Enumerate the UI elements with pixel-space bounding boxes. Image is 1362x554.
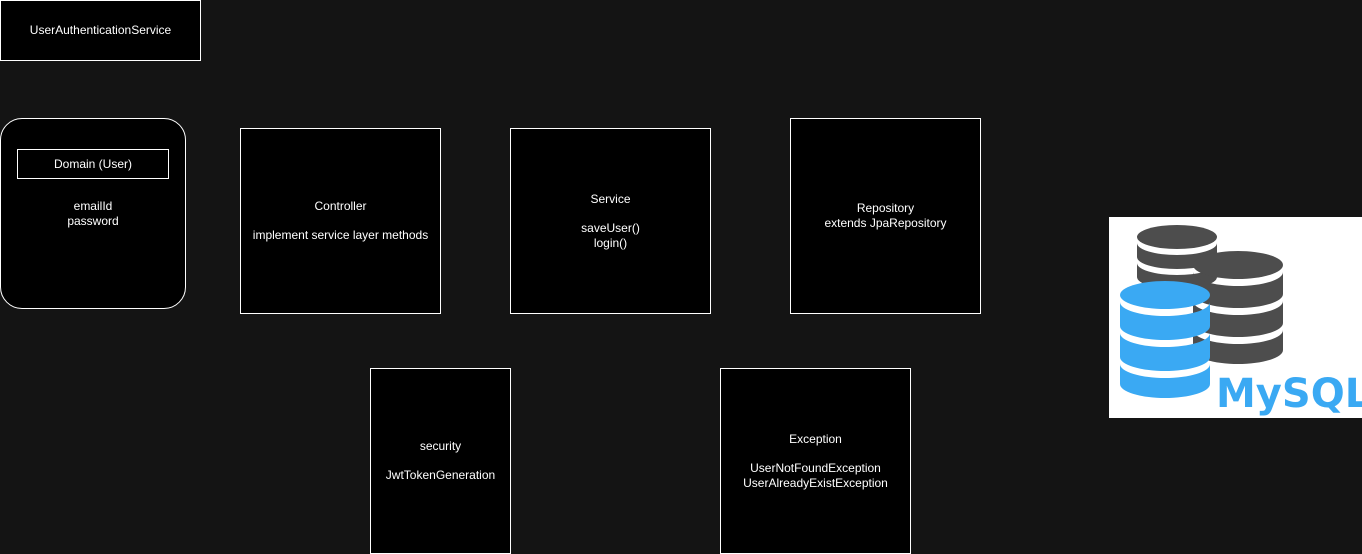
domain-header: Domain (User) [17, 149, 169, 179]
controller-box: Controller implement service layer metho… [240, 128, 441, 314]
service-method-login: login() [593, 235, 628, 250]
domain-box: Domain (User) emailId password [0, 118, 186, 309]
security-title: security [419, 439, 462, 453]
repository-title: Repository [856, 201, 915, 215]
mysql-logo: MySQL [1109, 217, 1362, 418]
service-box: Service saveUser() login() [510, 128, 711, 314]
service-layer-title: Service [590, 191, 631, 206]
domain-header-label: Domain (User) [53, 156, 132, 171]
exception-item-useralreadyexist: UserAlreadyExistException [743, 475, 888, 490]
mysql-logo-text: MySQL [1216, 371, 1362, 417]
exception-box: Exception UserNotFoundException UserAlre… [720, 368, 911, 554]
service-title-box: UserAuthenticationService [0, 0, 201, 61]
exception-title: Exception [789, 431, 842, 446]
controller-title: Controller [314, 199, 367, 213]
service-title: UserAuthenticationService [29, 23, 172, 37]
database-icon: MySQL [1120, 225, 1362, 417]
controller-description: implement service layer methods [252, 228, 429, 242]
security-description: JwtTokenGeneration [385, 468, 496, 482]
exception-item-usernotfound: UserNotFoundException [750, 460, 881, 475]
service-method-saveuser: saveUser() [581, 220, 640, 235]
repository-box: Repository extends JpaRepository [790, 118, 981, 314]
repository-description: extends JpaRepository [824, 216, 947, 230]
domain-fields: emailId password [67, 199, 118, 229]
domain-field-emailid: emailId [73, 199, 113, 213]
security-box: security JwtTokenGeneration [370, 368, 511, 554]
domain-field-password: password [67, 214, 119, 228]
